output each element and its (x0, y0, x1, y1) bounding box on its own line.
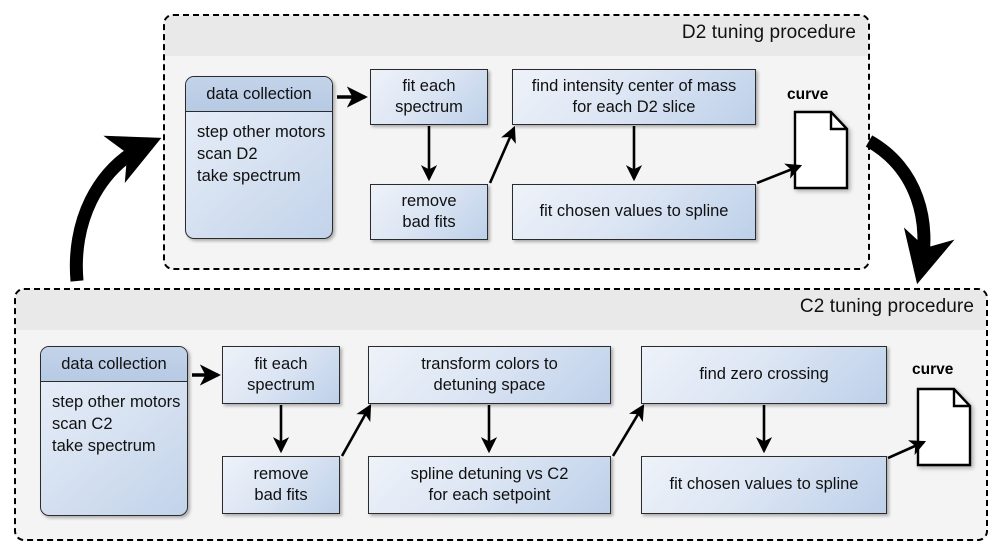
d2-data-collection-box[interactable]: data collection step other motors scan D… (185, 76, 333, 239)
d2-data-collection-body: step other motors scan D2 take spectrum (186, 112, 332, 187)
d2-remove-line-1: remove (401, 191, 457, 210)
c2-transform-line-2: detuning space (433, 376, 546, 394)
loop-arrow-c2-to-d2 (69, 135, 162, 282)
c2-remove-line-1: remove (253, 464, 309, 483)
c2-zero-line-1: find zero crossing (699, 365, 829, 384)
d2-curve-document-icon[interactable] (793, 110, 849, 190)
panel-d2-titlebar (165, 16, 868, 56)
c2-remove-line-2: bad fits (254, 486, 308, 504)
c2-data-collection-box[interactable]: data collection step other motors scan C… (40, 346, 188, 516)
d2-step-fit-each-spectrum[interactable]: fit each spectrum (370, 69, 488, 125)
c2-fit-line-1: fit each (254, 354, 308, 373)
c2-step-spline-detuning-vs-c2[interactable]: spline detuning vs C2 for each setpoint (368, 456, 611, 514)
c2-data-collection-header: data collection (41, 347, 187, 382)
c2-step-find-zero-crossing[interactable]: find zero crossing (641, 346, 887, 404)
c2-dc-line-1: step other motors (52, 393, 181, 411)
c2-curve-label: curve (912, 361, 954, 378)
c2-spline-line-1: spline detuning vs C2 (410, 464, 569, 483)
d2-spline-line-1: fit chosen values to spline (539, 202, 729, 221)
c2-dc-line-3: take spectrum (52, 437, 156, 456)
d2-com-line-2: for each D2 slice (572, 98, 696, 116)
panel-d2-title: D2 tuning procedure (681, 22, 856, 43)
d2-dc-line-1: step other motors (197, 123, 326, 141)
d2-dc-line-2: scan D2 (197, 145, 258, 164)
d2-com-line-1: find intensity center of mass (531, 76, 737, 95)
d2-step-fit-chosen-values-to-spline[interactable]: fit chosen values to spline (512, 184, 756, 240)
c2-fit-line-2: spectrum (247, 376, 315, 394)
d2-curve-label: curve (787, 86, 829, 103)
d2-step-remove-bad-fits[interactable]: remove bad fits (370, 184, 488, 240)
c2-step-fit-chosen-values-to-spline[interactable]: fit chosen values to spline (641, 456, 887, 514)
d2-step-find-intensity-center-of-mass[interactable]: find intensity center of mass for each D… (512, 69, 756, 125)
d2-data-collection-header: data collection (186, 77, 332, 112)
c2-fitspline-line-1: fit chosen values to spline (669, 475, 859, 494)
c2-step-remove-bad-fits[interactable]: remove bad fits (222, 456, 340, 514)
d2-remove-line-2: bad fits (402, 213, 456, 231)
c2-spline-line-2: for each setpoint (428, 486, 551, 504)
c2-step-fit-each-spectrum[interactable]: fit each spectrum (222, 346, 340, 404)
c2-data-collection-body: step other motors scan C2 take spectrum (41, 382, 187, 457)
c2-curve-document-icon[interactable] (916, 387, 972, 467)
d2-fit-line-1: fit each (402, 76, 456, 95)
c2-dc-line-2: scan C2 (52, 415, 113, 434)
d2-fit-line-2: spectrum (395, 98, 463, 116)
loop-arrow-d2-to-c2 (865, 135, 955, 285)
c2-transform-line-1: transform colors to (421, 354, 558, 373)
c2-step-transform-colors-to-detuning-space[interactable]: transform colors to detuning space (368, 346, 611, 404)
panel-c2-title: C2 tuning procedure (799, 296, 974, 317)
panel-c2-titlebar (16, 290, 986, 330)
d2-dc-line-3: take spectrum (197, 167, 301, 186)
